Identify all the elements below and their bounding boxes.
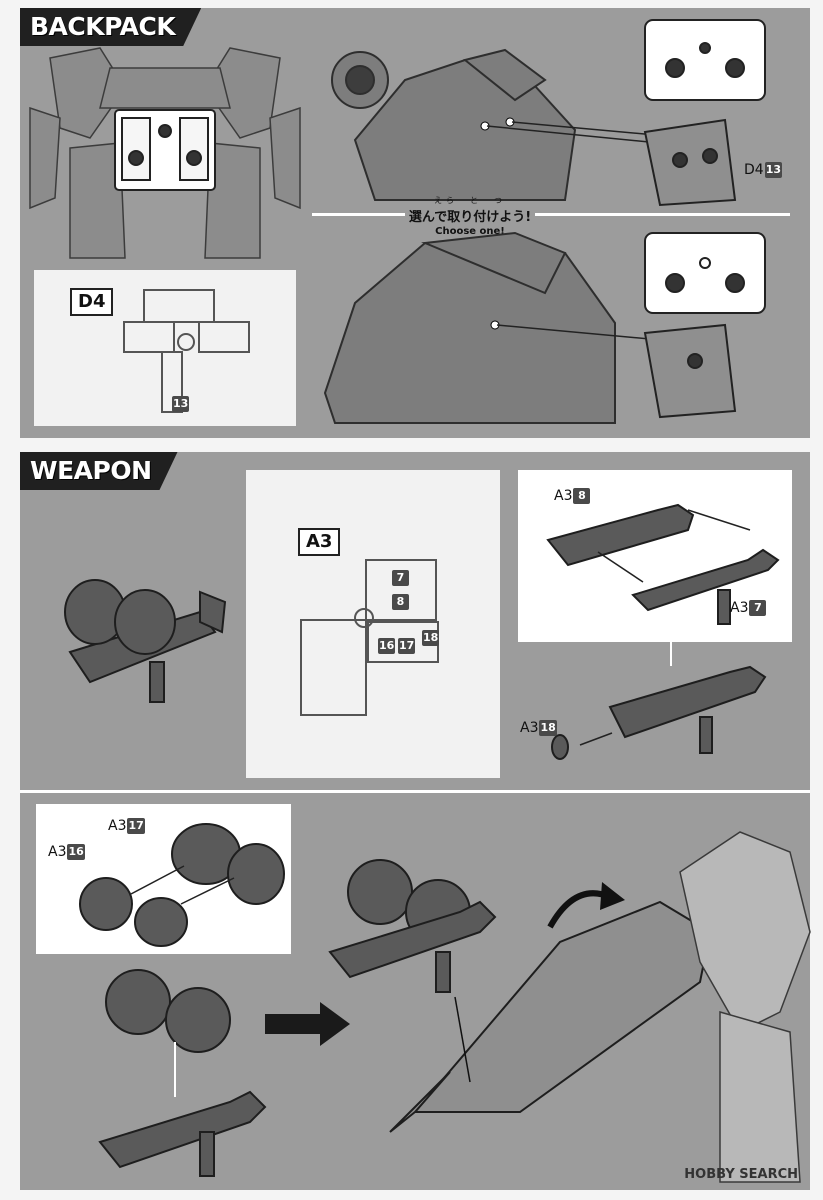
runner-box-a3: A3 7 8 16 17 18: [246, 470, 500, 778]
step-connector-line: [670, 642, 672, 666]
runner-part-13: 13: [172, 396, 190, 412]
weapon-divider: [20, 790, 810, 793]
backpack-step1-illustration: [331, 19, 766, 207]
runner-part-8: 8: [392, 594, 409, 610]
weapon-step1-illustration: [546, 503, 780, 625]
runner-label-a3: A3: [298, 528, 341, 556]
weapon-complete-illustration: [64, 579, 227, 703]
choose-one-caption: えら と つ 選んで取り付けよう! Choose one!: [370, 196, 570, 238]
section-title-backpack: BACKPACK: [20, 8, 201, 46]
runner-part-17: 17: [398, 638, 416, 654]
choose-jp: 選んで取り付けよう!: [404, 210, 536, 226]
backpack-panel: BACKPACK D4: [20, 8, 810, 438]
callout-bubble: [644, 19, 766, 101]
choose-divider: [312, 213, 790, 216]
weapon-step2-illustration: [551, 665, 767, 760]
weapon-on-arm-illustration: [328, 831, 811, 1183]
runner-label: D4: [70, 288, 114, 316]
runner-part-16: 16: [378, 638, 396, 654]
backpack-back-view-illustration: [29, 47, 301, 259]
backpack-step2-illustration: [323, 231, 766, 424]
weapon-step3-illustration: [79, 823, 285, 947]
runner-part-18: 18: [422, 630, 440, 646]
backpack-plate: [114, 109, 216, 191]
watermark: HOBBY SEARCH: [684, 1167, 798, 1182]
weapon-assembly-illustration: [98, 969, 267, 1177]
choose-ruby: えら と つ: [434, 196, 506, 205]
weapon-panel: WEAPON A3 7 8 16 17 18: [20, 452, 811, 1190]
choose-en: Choose one!: [435, 226, 505, 237]
runner-sprue-d4: [123, 289, 250, 413]
next-step-arrow: [265, 1002, 350, 1046]
runner-part-7: 7: [392, 570, 409, 586]
section-title-weapon: WEAPON: [20, 452, 178, 490]
runner-box-d4: D4 13: [34, 270, 296, 426]
